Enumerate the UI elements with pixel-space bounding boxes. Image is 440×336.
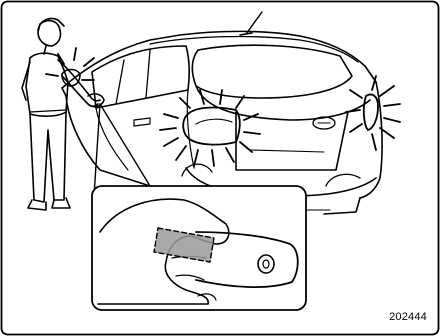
car-body xyxy=(62,12,382,214)
flash-rays-left xyxy=(160,90,260,166)
flash-rays-mirror xyxy=(46,48,94,80)
person-figure xyxy=(22,18,104,210)
inset-detail xyxy=(92,186,306,310)
callout-lines xyxy=(94,104,150,196)
figure-id-label: 202444 xyxy=(389,311,427,323)
flash-rays-right xyxy=(346,76,400,150)
tail-light-right xyxy=(364,94,378,130)
